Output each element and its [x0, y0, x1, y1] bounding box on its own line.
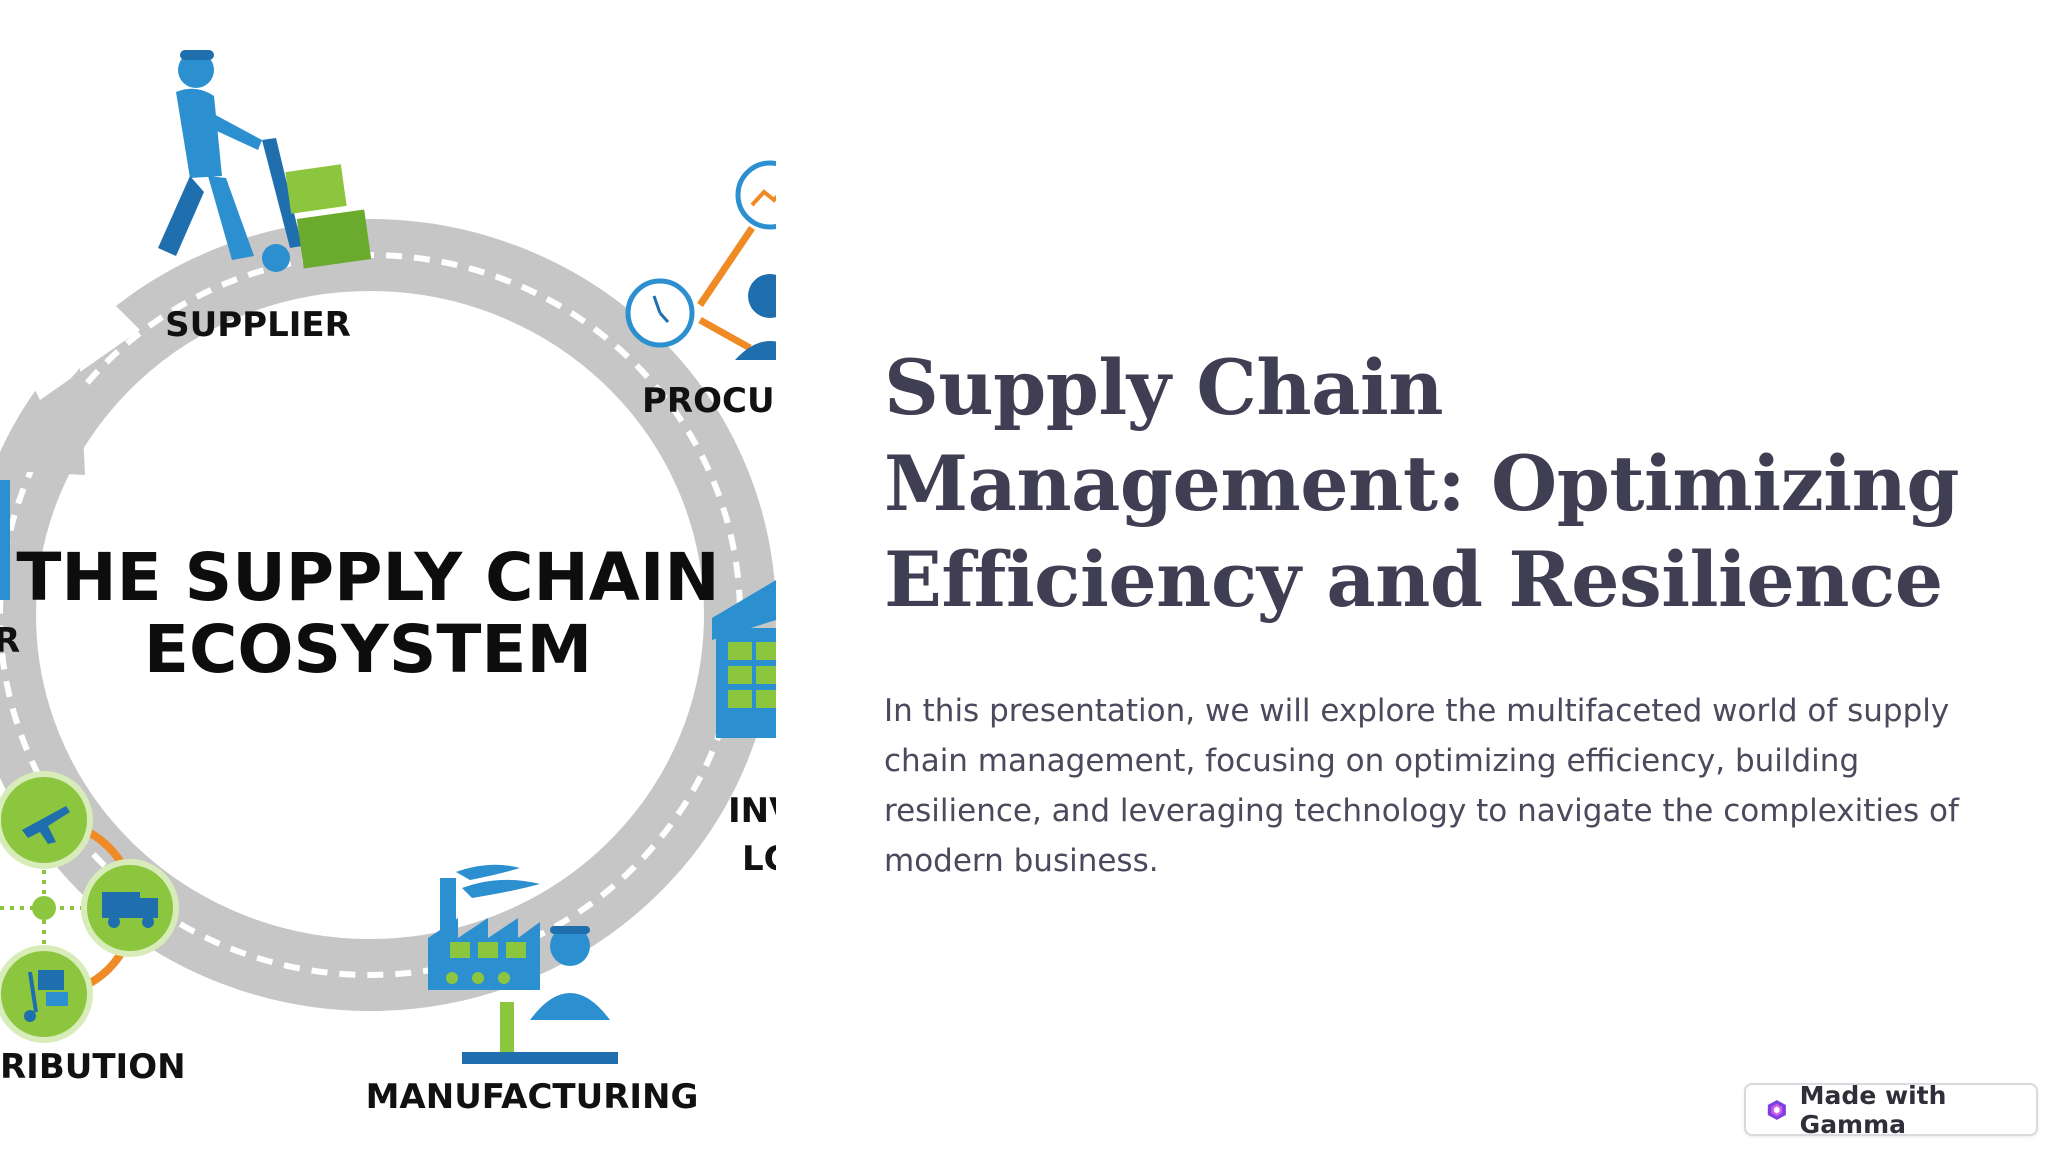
procurement-icons: [625, 160, 776, 360]
supply-chain-illustration: THE SUPPLY CHAIN ECOSYSTEM SUPPLIER: [0, 0, 776, 1154]
slide-title: Supply Chain Management: Optimizing Effi…: [884, 343, 1960, 624]
warehouse-icon: [712, 580, 776, 738]
gamma-logo-icon: [1767, 1099, 1786, 1120]
supplier-label: SUPPLIER: [165, 305, 351, 345]
hand-cart-icon: [0, 945, 93, 1043]
manufacturing-label: MANUFACTURING: [366, 1077, 699, 1117]
made-with-gamma-badge[interactable]: Made with Gamma: [1744, 1080, 2038, 1139]
slide-content: Supply Chain Management: Optimizing Effi…: [884, 340, 1994, 886]
procurement-label: PROCUR: [642, 381, 776, 421]
slide-description: In this presentation, we will explore th…: [884, 693, 1959, 879]
left-partial-label: R: [0, 621, 20, 661]
inventory-label-line-2: LC: [742, 839, 776, 879]
factory-icon: [428, 864, 618, 1064]
person-icon: [748, 274, 776, 318]
distribution-label: RIBUTION: [0, 1047, 186, 1087]
left-partial-icon: [0, 480, 10, 600]
center-title-line-1: THE SUPPLY CHAIN: [16, 539, 719, 616]
inventory-label-line-1: INV: [728, 791, 776, 831]
center-title-line-2: ECOSYSTEM: [144, 611, 592, 688]
ring-arrow-icon: [0, 368, 85, 475]
chart-icon: [735, 160, 776, 230]
worker-with-handtruck-icon: [158, 50, 372, 272]
distribution-icons: [0, 771, 179, 1043]
badge-label: Made with Gamma: [1799, 1080, 1947, 1139]
